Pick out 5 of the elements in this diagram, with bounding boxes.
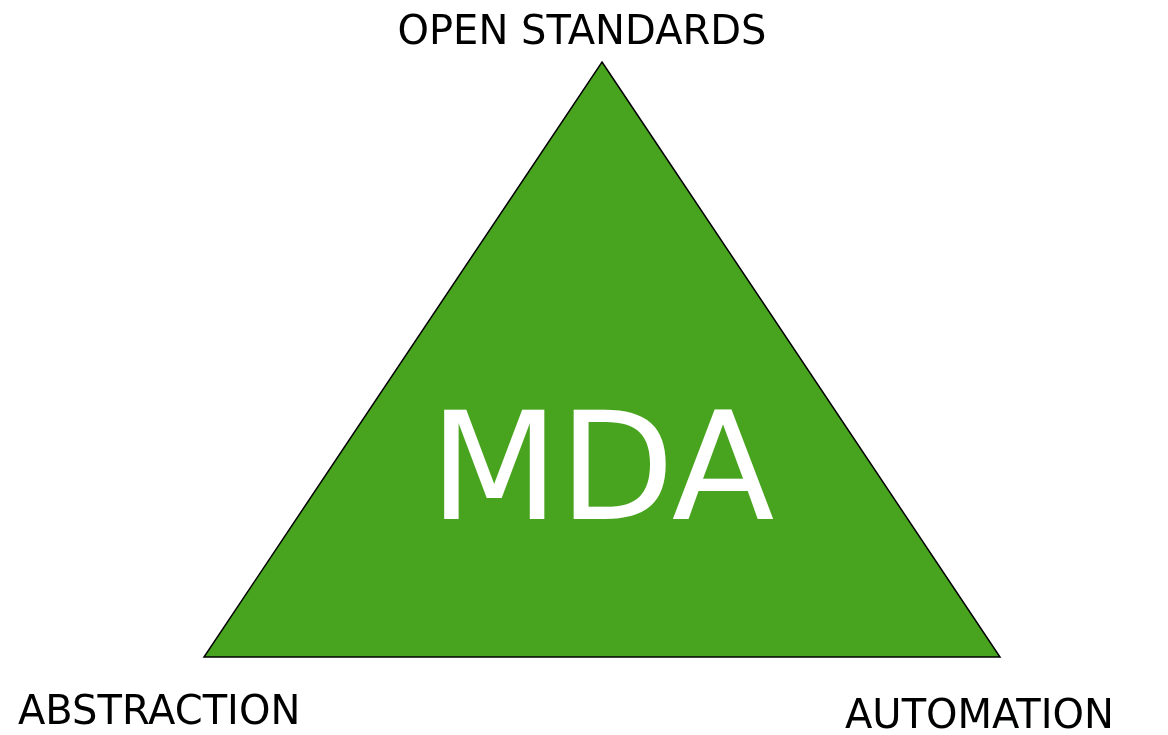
corner-label: ABSTRACTION [18,690,301,730]
corner-label: AUTOMATION [845,694,1114,734]
corner-label: OPEN STANDARDS [397,10,767,50]
diagram-title-text: MDA [429,391,775,542]
triangle-shape [204,62,1000,657]
